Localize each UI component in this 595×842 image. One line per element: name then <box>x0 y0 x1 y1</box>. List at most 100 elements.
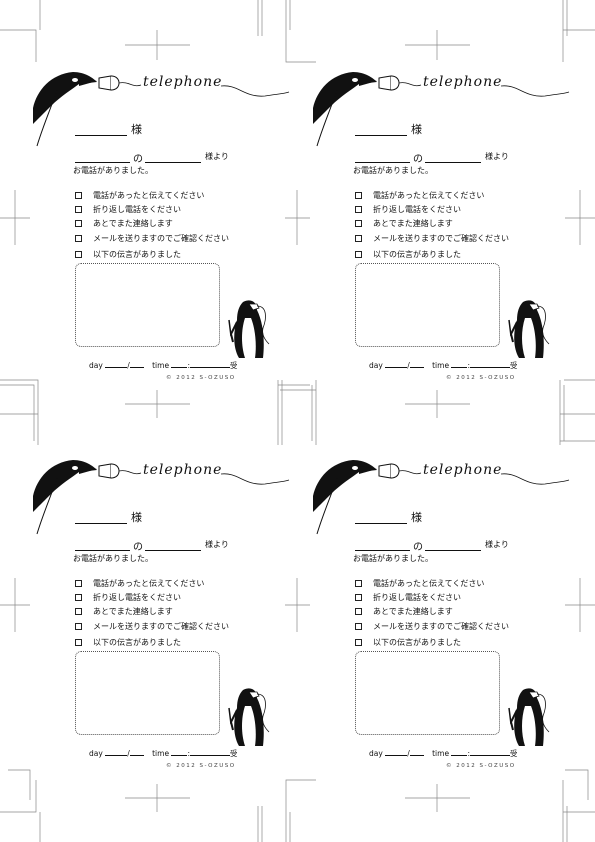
checklist-item[interactable]: メールを送りますのでご確認ください <box>75 619 229 633</box>
checklist-label: 以下の伝言がありました <box>93 637 181 647</box>
intro-text: お電話がありました。 <box>353 166 433 175</box>
minute-field[interactable] <box>189 747 230 756</box>
hour-field[interactable] <box>171 747 188 756</box>
caller-honorific: 様より <box>485 152 509 161</box>
time-colon: : <box>467 361 470 370</box>
checklist-item[interactable]: 折り返し電話をください <box>355 590 509 604</box>
checklist-item[interactable]: 以下の伝言がありました <box>75 247 229 261</box>
checklist-item[interactable]: 折り返し電話をください <box>75 590 229 604</box>
checklist-item[interactable]: あとでまた連絡します <box>75 217 229 231</box>
checklist-item[interactable]: あとでまた連絡します <box>355 217 509 231</box>
checklist-item[interactable]: 以下の伝言がありました <box>355 247 509 261</box>
checkbox[interactable] <box>355 608 362 616</box>
caller-name-field[interactable] <box>425 540 481 551</box>
time-label: time <box>152 749 170 758</box>
checklist-item[interactable]: 以下の伝言がありました <box>75 635 229 649</box>
time-label: time <box>432 361 450 370</box>
day-field[interactable] <box>129 747 144 756</box>
checklist-item[interactable]: あとでまた連絡します <box>75 605 229 619</box>
phone-memo-card: telephone 様 の 様より お電話がありました。 電話があったと伝えてく… <box>313 68 573 398</box>
checkbox[interactable] <box>75 608 82 616</box>
penguin-head-icon <box>313 72 377 147</box>
minute-field[interactable] <box>469 747 510 756</box>
checklist-item[interactable]: 電話があったと伝えてください <box>355 188 509 202</box>
message-box[interactable] <box>75 263 220 347</box>
message-box[interactable] <box>355 651 500 735</box>
checkbox[interactable] <box>355 594 362 602</box>
month-field[interactable] <box>385 359 408 368</box>
checkbox[interactable] <box>355 579 362 587</box>
caller-company-field[interactable] <box>355 152 410 163</box>
minute-field[interactable] <box>469 359 510 368</box>
checkbox[interactable] <box>355 622 362 630</box>
month-field[interactable] <box>105 359 128 368</box>
checklist-label: 折り返し電話をください <box>373 205 461 215</box>
day-label: day <box>369 749 383 758</box>
caller-company-field[interactable] <box>355 540 410 551</box>
recipient-name-field[interactable] <box>355 511 407 524</box>
checkbox[interactable] <box>75 622 82 630</box>
phone-receiver-icon <box>98 75 120 91</box>
phone-memo-card: telephone 様 の 様より お電話がありました。 電話があったと伝えてく… <box>313 456 573 786</box>
caller-no-particle: の <box>133 154 143 165</box>
checklist-item[interactable]: 以下の伝言がありました <box>355 635 509 649</box>
checkbox[interactable] <box>355 206 362 214</box>
recipient-name-field[interactable] <box>75 123 127 136</box>
checklist-label: メールを送りますのでご確認ください <box>373 621 509 631</box>
minute-field[interactable] <box>189 359 230 368</box>
checklist-item[interactable]: 電話があったと伝えてください <box>75 188 229 202</box>
checkbox[interactable] <box>75 579 82 587</box>
checkbox[interactable] <box>75 191 82 199</box>
message-box[interactable] <box>355 263 500 347</box>
checkbox[interactable] <box>75 250 82 258</box>
checklist-label: 以下の伝言がありました <box>373 637 461 647</box>
caller-company-field[interactable] <box>75 152 130 163</box>
checklist-item[interactable]: 電話があったと伝えてください <box>355 576 509 590</box>
hour-field[interactable] <box>451 359 468 368</box>
caller-name-field[interactable] <box>425 152 481 163</box>
checkbox[interactable] <box>75 220 82 228</box>
checklist-item[interactable]: 折り返し電話をください <box>75 202 229 216</box>
checkbox[interactable] <box>355 191 362 199</box>
intro-text: お電話がありました。 <box>73 166 153 175</box>
checkbox[interactable] <box>355 638 362 646</box>
checkbox[interactable] <box>75 594 82 602</box>
date-time-row: day / time :受 <box>89 747 237 759</box>
received-mark: 受 <box>509 749 518 758</box>
checkbox[interactable] <box>355 250 362 258</box>
checklist-item[interactable]: 電話があったと伝えてください <box>75 576 229 590</box>
checkbox[interactable] <box>75 206 82 214</box>
day-field[interactable] <box>409 747 424 756</box>
date-slash: / <box>127 361 130 370</box>
recipient-honorific: 様 <box>131 511 142 524</box>
caller-name-field[interactable] <box>145 540 201 551</box>
hour-field[interactable] <box>451 747 468 756</box>
checklist-item[interactable]: 折り返し電話をください <box>355 202 509 216</box>
day-field[interactable] <box>409 359 424 368</box>
checklist-item[interactable]: あとでまた連絡します <box>355 605 509 619</box>
checkbox[interactable] <box>75 234 82 242</box>
received-mark: 受 <box>229 749 238 758</box>
checklist-item[interactable]: メールを送りますのでご確認ください <box>355 231 509 245</box>
checkbox[interactable] <box>75 638 82 646</box>
month-field[interactable] <box>105 747 128 756</box>
day-field[interactable] <box>129 359 144 368</box>
caller-no-particle: の <box>413 542 423 553</box>
checklist: 電話があったと伝えてください折り返し電話をくださいあとでまた連絡しますメールを送… <box>355 188 509 262</box>
received-mark: 受 <box>509 361 518 370</box>
recipient-name-field[interactable] <box>75 511 127 524</box>
checklist-item[interactable]: メールを送りますのでご確認ください <box>355 619 509 633</box>
message-box[interactable] <box>75 651 220 735</box>
checklist-label: あとでまた連絡します <box>373 607 453 617</box>
caller-name-field[interactable] <box>145 152 201 163</box>
checkbox[interactable] <box>355 234 362 242</box>
hour-field[interactable] <box>171 359 188 368</box>
copyright-text: © 2012 S-OZUSO <box>446 375 516 381</box>
checklist-item[interactable]: メールを送りますのでご確認ください <box>75 231 229 245</box>
caller-company-field[interactable] <box>75 540 130 551</box>
recipient-name-field[interactable] <box>355 123 407 136</box>
month-field[interactable] <box>385 747 408 756</box>
time-colon: : <box>187 361 190 370</box>
checkbox[interactable] <box>355 220 362 228</box>
